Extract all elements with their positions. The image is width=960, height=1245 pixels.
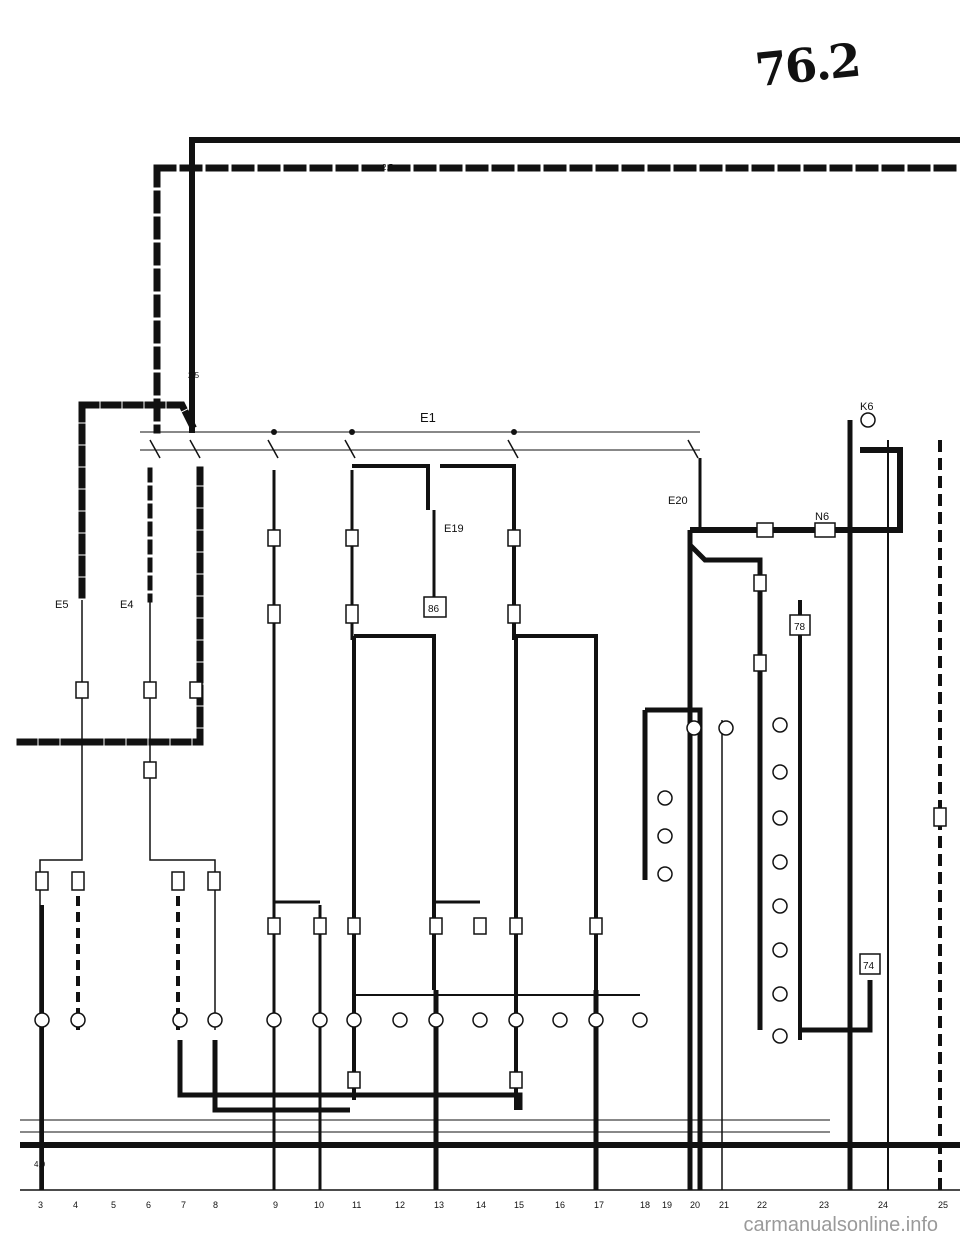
svg-text:16: 16 — [555, 1200, 565, 1210]
label-switch-e1: E1 — [420, 410, 436, 425]
svg-text:4: 4 — [73, 1200, 78, 1210]
instrument-circuits — [642, 420, 942, 1190]
svg-text:17: 17 — [594, 1200, 604, 1210]
svg-text:7: 7 — [181, 1200, 186, 1210]
svg-text:24: 24 — [878, 1200, 888, 1210]
svg-text:25: 25 — [938, 1200, 948, 1210]
circuit-wires — [39, 464, 640, 1190]
svg-text:5: 5 — [111, 1200, 116, 1210]
label-box-86: 86 — [428, 604, 440, 615]
lamp-symbols — [34, 412, 876, 1044]
label-box-78: 78 — [794, 622, 806, 633]
watermark: carmanualsonline.info — [743, 1214, 938, 1236]
footer-numbers: 3 4 5 6 7 8 9 10 11 12 13 14 15 16 17 18… — [38, 1200, 948, 1210]
component-boxes — [35, 522, 947, 1089]
svg-text:18: 18 — [640, 1200, 650, 1210]
svg-text:8: 8 — [213, 1200, 218, 1210]
svg-text:21: 21 — [719, 1200, 729, 1210]
label-switch-e20: E20 — [668, 495, 688, 507]
svg-text:10: 10 — [314, 1200, 324, 1210]
svg-text:19: 19 — [662, 1200, 672, 1210]
svg-text:14: 14 — [476, 1200, 486, 1210]
ground-bus — [20, 1119, 960, 1191]
svg-text:9: 9 — [273, 1200, 278, 1210]
wire-label-top: 2,5 — [382, 163, 394, 172]
svg-text:12: 12 — [395, 1200, 405, 1210]
svg-text:15: 15 — [514, 1200, 524, 1210]
svg-text:23: 23 — [819, 1200, 829, 1210]
label-switch-e4: E4 — [120, 599, 133, 611]
label-relay-k6: K6 — [860, 401, 873, 413]
label-switch-e19: E19 — [444, 523, 464, 535]
main-feed-wires — [16, 137, 960, 746]
svg-text:3: 3 — [38, 1200, 43, 1210]
svg-text:11: 11 — [352, 1200, 361, 1210]
svg-text:22: 22 — [757, 1200, 767, 1210]
wire-label-riser: 2,5 — [188, 371, 200, 380]
svg-text:6: 6 — [146, 1200, 151, 1210]
label-switch-e5: E5 — [55, 599, 68, 611]
label-relay-n6: N6 — [815, 511, 829, 523]
switch-e1 — [140, 429, 700, 459]
svg-text:13: 13 — [434, 1200, 444, 1210]
label-box-74: 74 — [863, 961, 875, 972]
ground-wire-label: 4,0 — [34, 1160, 46, 1169]
diagram-labels: 2,5 2,5 E1 E5 E4 E19 E20 86 78 74 K6 N6 … — [34, 163, 875, 1169]
svg-text:20: 20 — [690, 1200, 700, 1210]
